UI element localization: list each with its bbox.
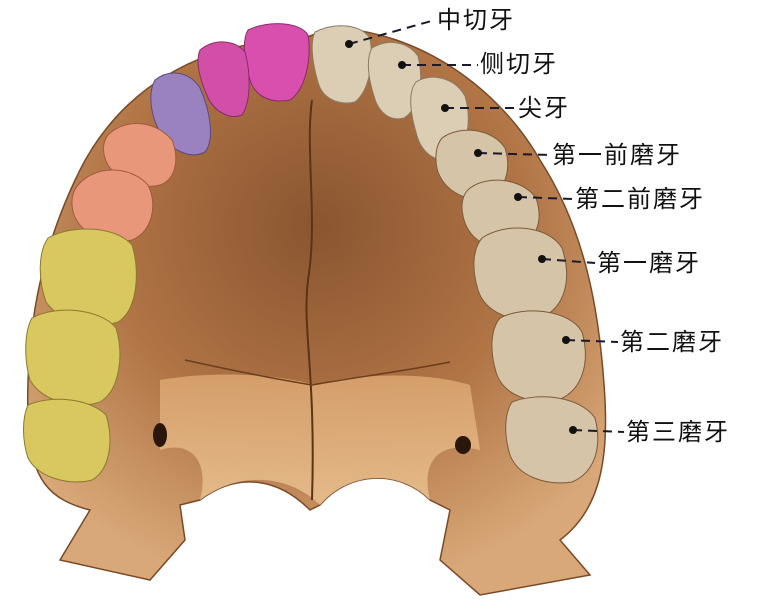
label-third-molar: 第三磨牙 — [626, 418, 730, 446]
second-molar-left — [25, 309, 121, 406]
central-incisor-left — [243, 23, 310, 102]
second-molar-right — [491, 310, 586, 402]
label-canine: 尖牙 — [518, 94, 570, 122]
median-suture — [305, 99, 314, 501]
leader-dots — [345, 40, 577, 434]
third-molar-left — [23, 398, 111, 483]
label-lateral-incisor: 侧切牙 — [480, 50, 558, 78]
central-incisor-right — [311, 25, 372, 104]
label-second-premolar: 第二前磨牙 — [575, 185, 705, 213]
palatine-bone — [160, 374, 480, 505]
leader-lines — [348, 19, 625, 433]
lateral-incisor-left — [197, 41, 250, 117]
first-molar-right — [473, 227, 568, 321]
third-molar-right — [505, 396, 599, 484]
label-central-incisor: 中切牙 — [437, 6, 515, 34]
label-first-premolar: 第一前磨牙 — [552, 141, 682, 169]
second-premolar-left — [71, 169, 154, 243]
first-molar-left — [39, 228, 137, 326]
label-second-molar: 第二磨牙 — [620, 328, 724, 356]
lateral-incisor-right — [367, 41, 422, 120]
transverse-suture — [184, 359, 451, 386]
label-first-molar: 第一磨牙 — [597, 249, 701, 277]
